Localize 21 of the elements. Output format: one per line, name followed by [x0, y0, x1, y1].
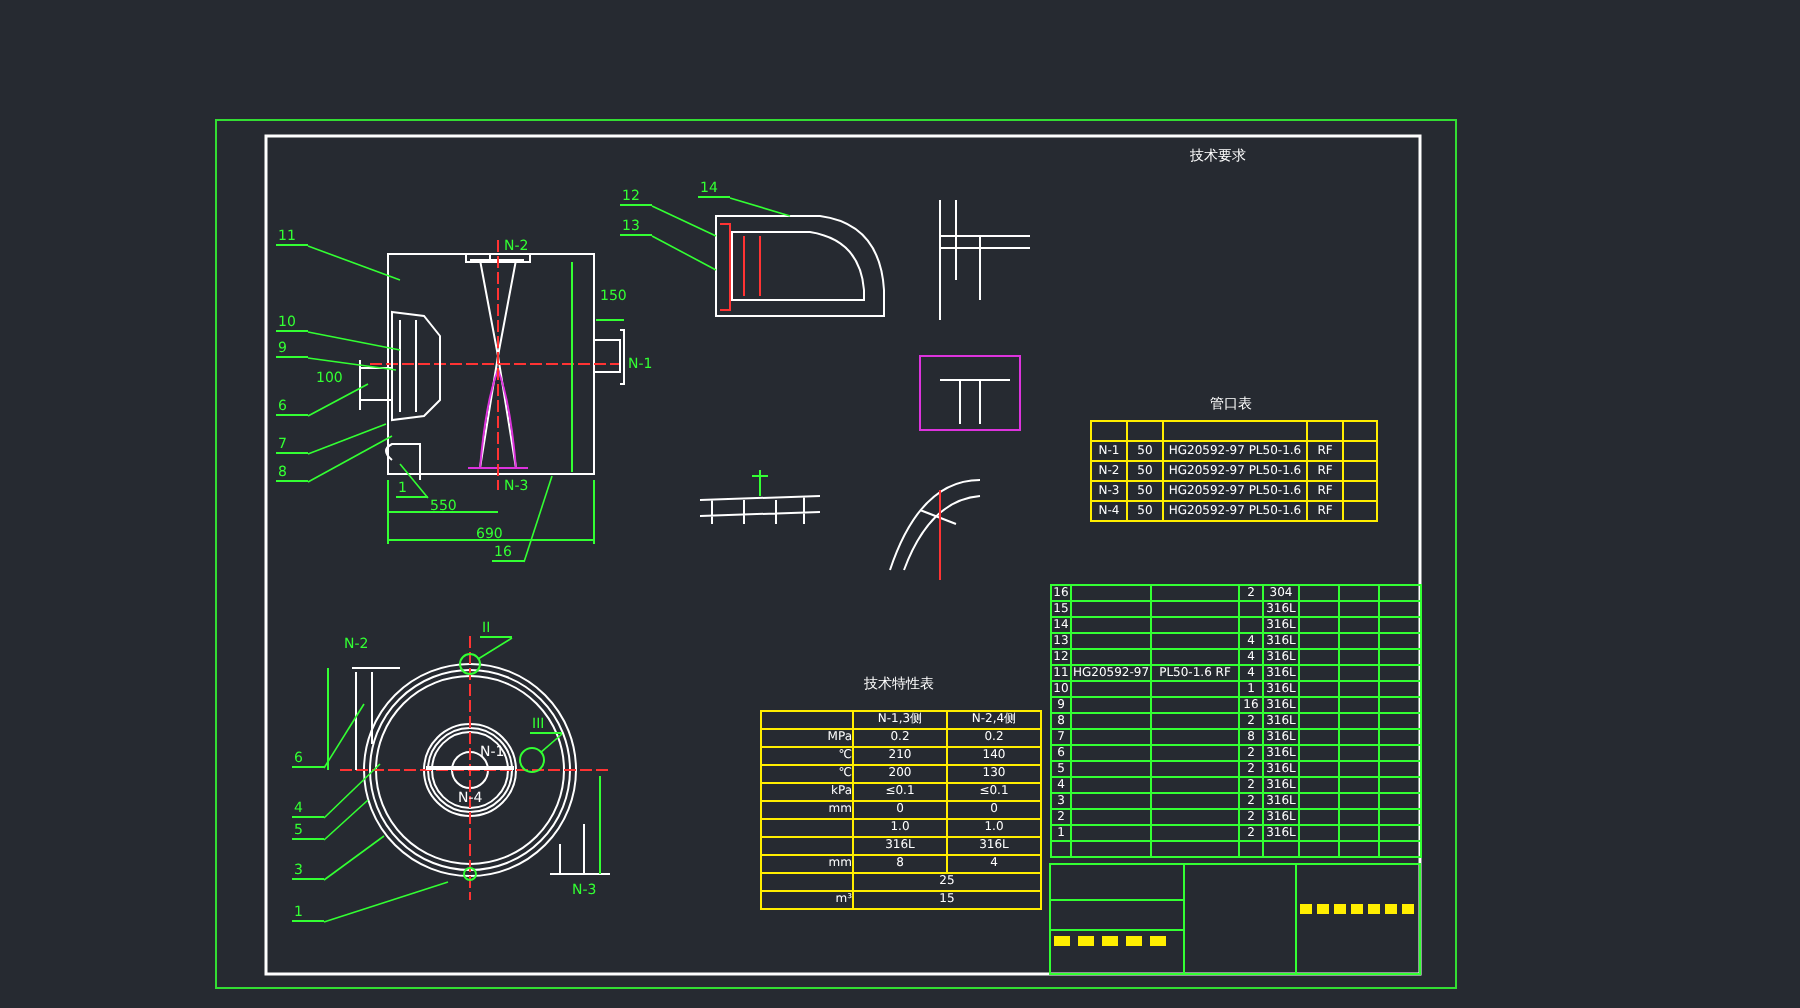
- leader-line: [729, 197, 791, 217]
- leader-line: [477, 637, 513, 660]
- leader-line: [651, 235, 717, 271]
- leader-line: [307, 383, 369, 417]
- detail-view-drawing: [715, 215, 885, 317]
- leader-line: [323, 763, 381, 819]
- leader-line: [307, 331, 401, 351]
- leader-line: [651, 205, 717, 237]
- leader-line: [523, 475, 553, 563]
- leader-line: [307, 357, 397, 371]
- leader-line: [307, 423, 387, 455]
- leader-line: [323, 835, 385, 881]
- leader-line: [323, 881, 449, 923]
- leader-line: [323, 799, 369, 841]
- leader-line: [307, 435, 393, 483]
- leader-line: [307, 245, 401, 281]
- leader-line: [399, 463, 429, 499]
- leader-line: [540, 733, 563, 753]
- detail-circle: [459, 653, 481, 675]
- leader-line: [323, 703, 365, 769]
- detail-circle: [519, 747, 545, 773]
